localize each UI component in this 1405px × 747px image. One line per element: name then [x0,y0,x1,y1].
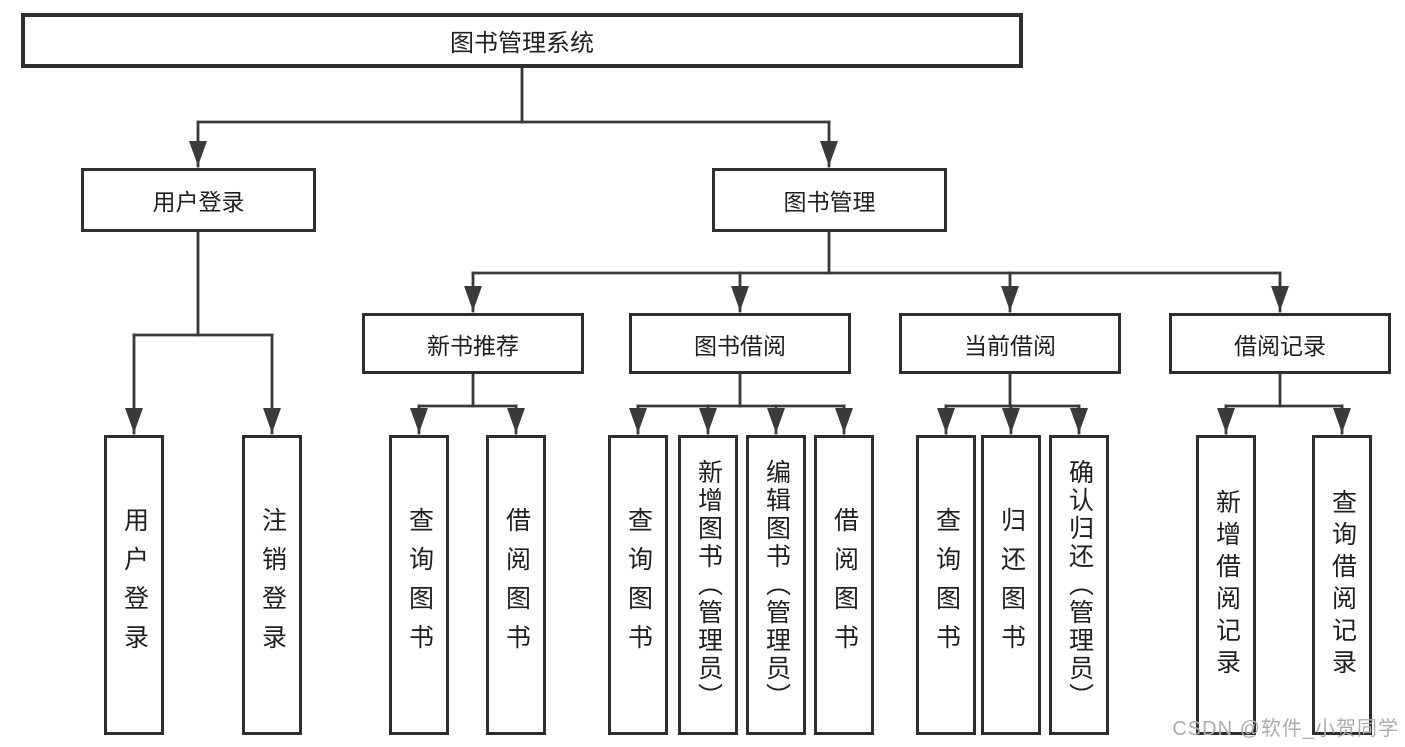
node-book-management: 图书管理 [712,168,947,232]
leaf-label: 用户登录 [120,507,149,663]
node-new-book-recommendation: 新书推荐 [362,313,584,374]
leaf-borrow-books-recommendation: 借阅图书 [486,435,546,735]
leaf-label: 查询图书 [405,507,434,663]
leaf-query-books-borrowing: 查询图书 [608,435,668,735]
leaf-label: 借阅图书 [502,507,531,663]
leaf-return-books: 归还图书 [981,435,1041,735]
leaf-user-login: 用户登录 [104,435,164,735]
leaf-label: 借阅图书 [830,507,859,663]
node-borrowing-records: 借阅记录 [1169,313,1391,374]
node-library-management-system: 图书管理系统 [21,13,1023,68]
leaf-query-borrow-record: 查询借阅记录 [1312,435,1372,735]
leaf-label: 查询借阅记录 [1328,489,1357,681]
leaf-add-book-admin: 新增图书（管理员） [678,435,738,735]
leaf-label: 注销登录 [258,507,287,663]
leaf-confirm-return-admin: 确认归还（管理员） [1049,435,1109,735]
node-user-login: 用户登录 [81,168,316,232]
leaf-label: 确认归还（管理员） [1065,459,1094,711]
node-book-borrowing: 图书借阅 [629,313,851,374]
leaf-edit-book-admin: 编辑图书（管理员） [746,435,806,735]
node-current-borrowing: 当前借阅 [899,313,1121,374]
leaf-logout: 注销登录 [242,435,302,735]
leaf-add-borrow-record: 新增借阅记录 [1196,435,1256,735]
leaf-borrow-books-borrowing: 借阅图书 [814,435,874,735]
watermark: CSDN @软件_小贺同学 [1172,718,1399,740]
leaf-query-books-current: 查询图书 [916,435,976,735]
leaf-label: 编辑图书（管理员） [762,459,791,711]
leaf-label: 新增图书（管理员） [694,459,723,711]
leaf-label: 新增借阅记录 [1212,489,1241,681]
leaf-label: 归还图书 [997,507,1026,663]
leaf-label: 查询图书 [624,507,653,663]
leaf-query-books-recommendation: 查询图书 [389,435,449,735]
leaf-label: 查询图书 [932,507,961,663]
